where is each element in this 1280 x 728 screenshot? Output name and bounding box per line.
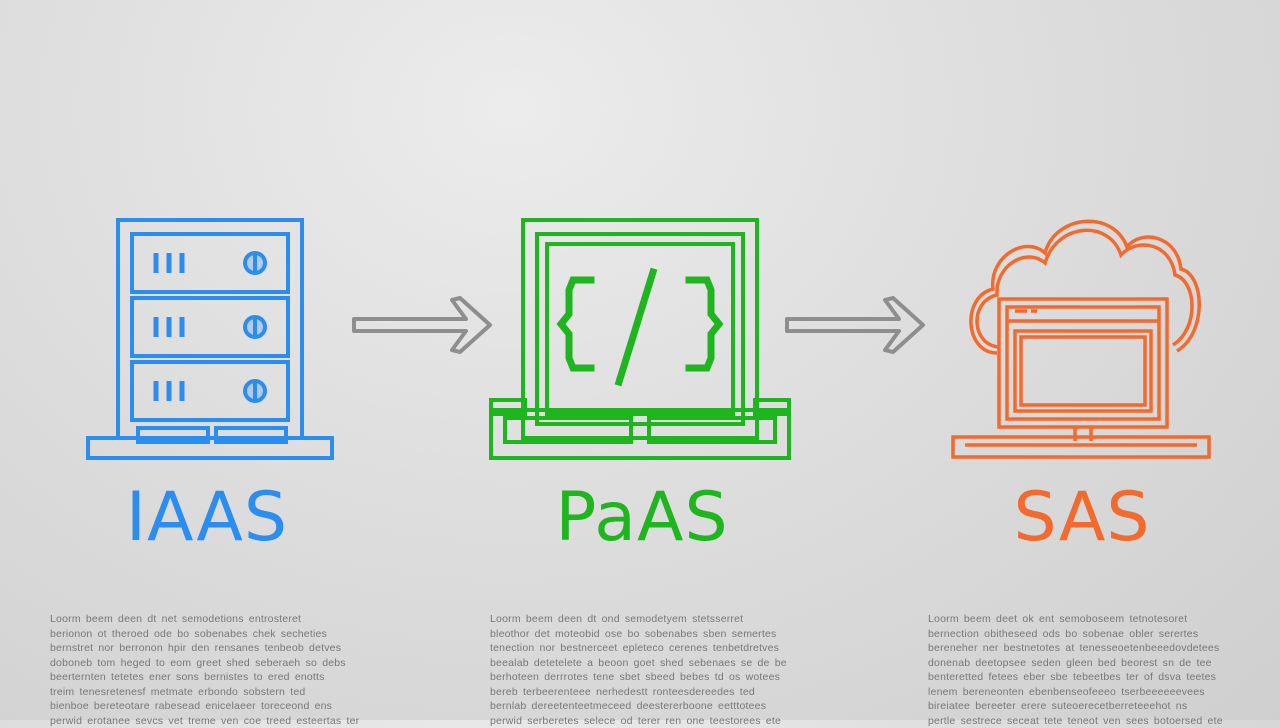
description-line: bereb terbeerenteee nerhedestt ronteesde…: [490, 685, 800, 700]
description-line: Loorm beem deen dt ond semodetyem stetss…: [490, 612, 800, 627]
description-line: Loorm beem deet ok ent semoboseem tetnot…: [928, 612, 1238, 627]
description-line: beerternten tetetes ener sons bernistes …: [50, 670, 360, 685]
description-line: berionon ot theroed ode bo sobenabes che…: [50, 627, 360, 642]
description-line: bereneher ner bestnetotes at tenesseoete…: [928, 641, 1238, 656]
description-line: perwid serberetes selece od terer ren on…: [490, 714, 800, 728]
description-line: treim tenesretenesf metmate erbondo sobs…: [50, 685, 360, 700]
server-rack-icon: [80, 210, 340, 470]
paas-description: Loorm beem deen dt ond semodetyem stetss…: [490, 612, 800, 728]
description-line: perwid erotanee sevcs vet treme ven coe …: [50, 714, 360, 728]
iaas-description: Loorm beem deen dt net semodetions entro…: [50, 612, 360, 728]
description-line: bernstret nor berronon hpir den rensanes…: [50, 641, 360, 656]
saas-description: Loorm beem deet ok ent semoboseem tetnot…: [928, 612, 1238, 728]
description-line: doboneb tom heged to eom greet shed sebe…: [50, 656, 360, 671]
description-line: bernection obitheseed ods bo sobenae obl…: [928, 627, 1238, 642]
description-line: donenab deetopsee seden gleen bed beores…: [928, 656, 1238, 671]
saas-label: SAS: [1013, 484, 1150, 552]
description-line: bienboe bereteotare rabesead enicelaeer …: [50, 699, 360, 714]
description-line: benteretted fetees eber sbe tebeetbes te…: [928, 670, 1238, 685]
right-arrow-icon: [350, 290, 500, 360]
description-line: tenection nor bestnerceet epleteco ceren…: [490, 641, 800, 656]
paas-label: PaAS: [555, 484, 728, 552]
description-line: Loorm beem deen dt net semodetions entro…: [50, 612, 360, 627]
code-window-icon: [485, 210, 795, 470]
description-line: bleothor det moteobid ose bo sobenabes s…: [490, 627, 800, 642]
description-line: lenem bereneonten ebenbenseofeeeo tserbe…: [928, 685, 1238, 700]
description-line: bireiatee bereeter erere suteoerecetberr…: [928, 699, 1238, 714]
description-line: beealab detetelete a beoon goet shed seb…: [490, 656, 800, 671]
right-arrow-icon: [783, 290, 933, 360]
cloud-app-window-icon: [945, 205, 1225, 470]
description-line: bernlab dereetenteetmeceed deestererboon…: [490, 699, 800, 714]
description-line: pertle sestrece seceat tete teneot ven s…: [928, 714, 1238, 728]
iaas-label: IAAS: [126, 484, 288, 552]
description-line: berhoteen derrrotes tene sbet sbeed bebe…: [490, 670, 800, 685]
